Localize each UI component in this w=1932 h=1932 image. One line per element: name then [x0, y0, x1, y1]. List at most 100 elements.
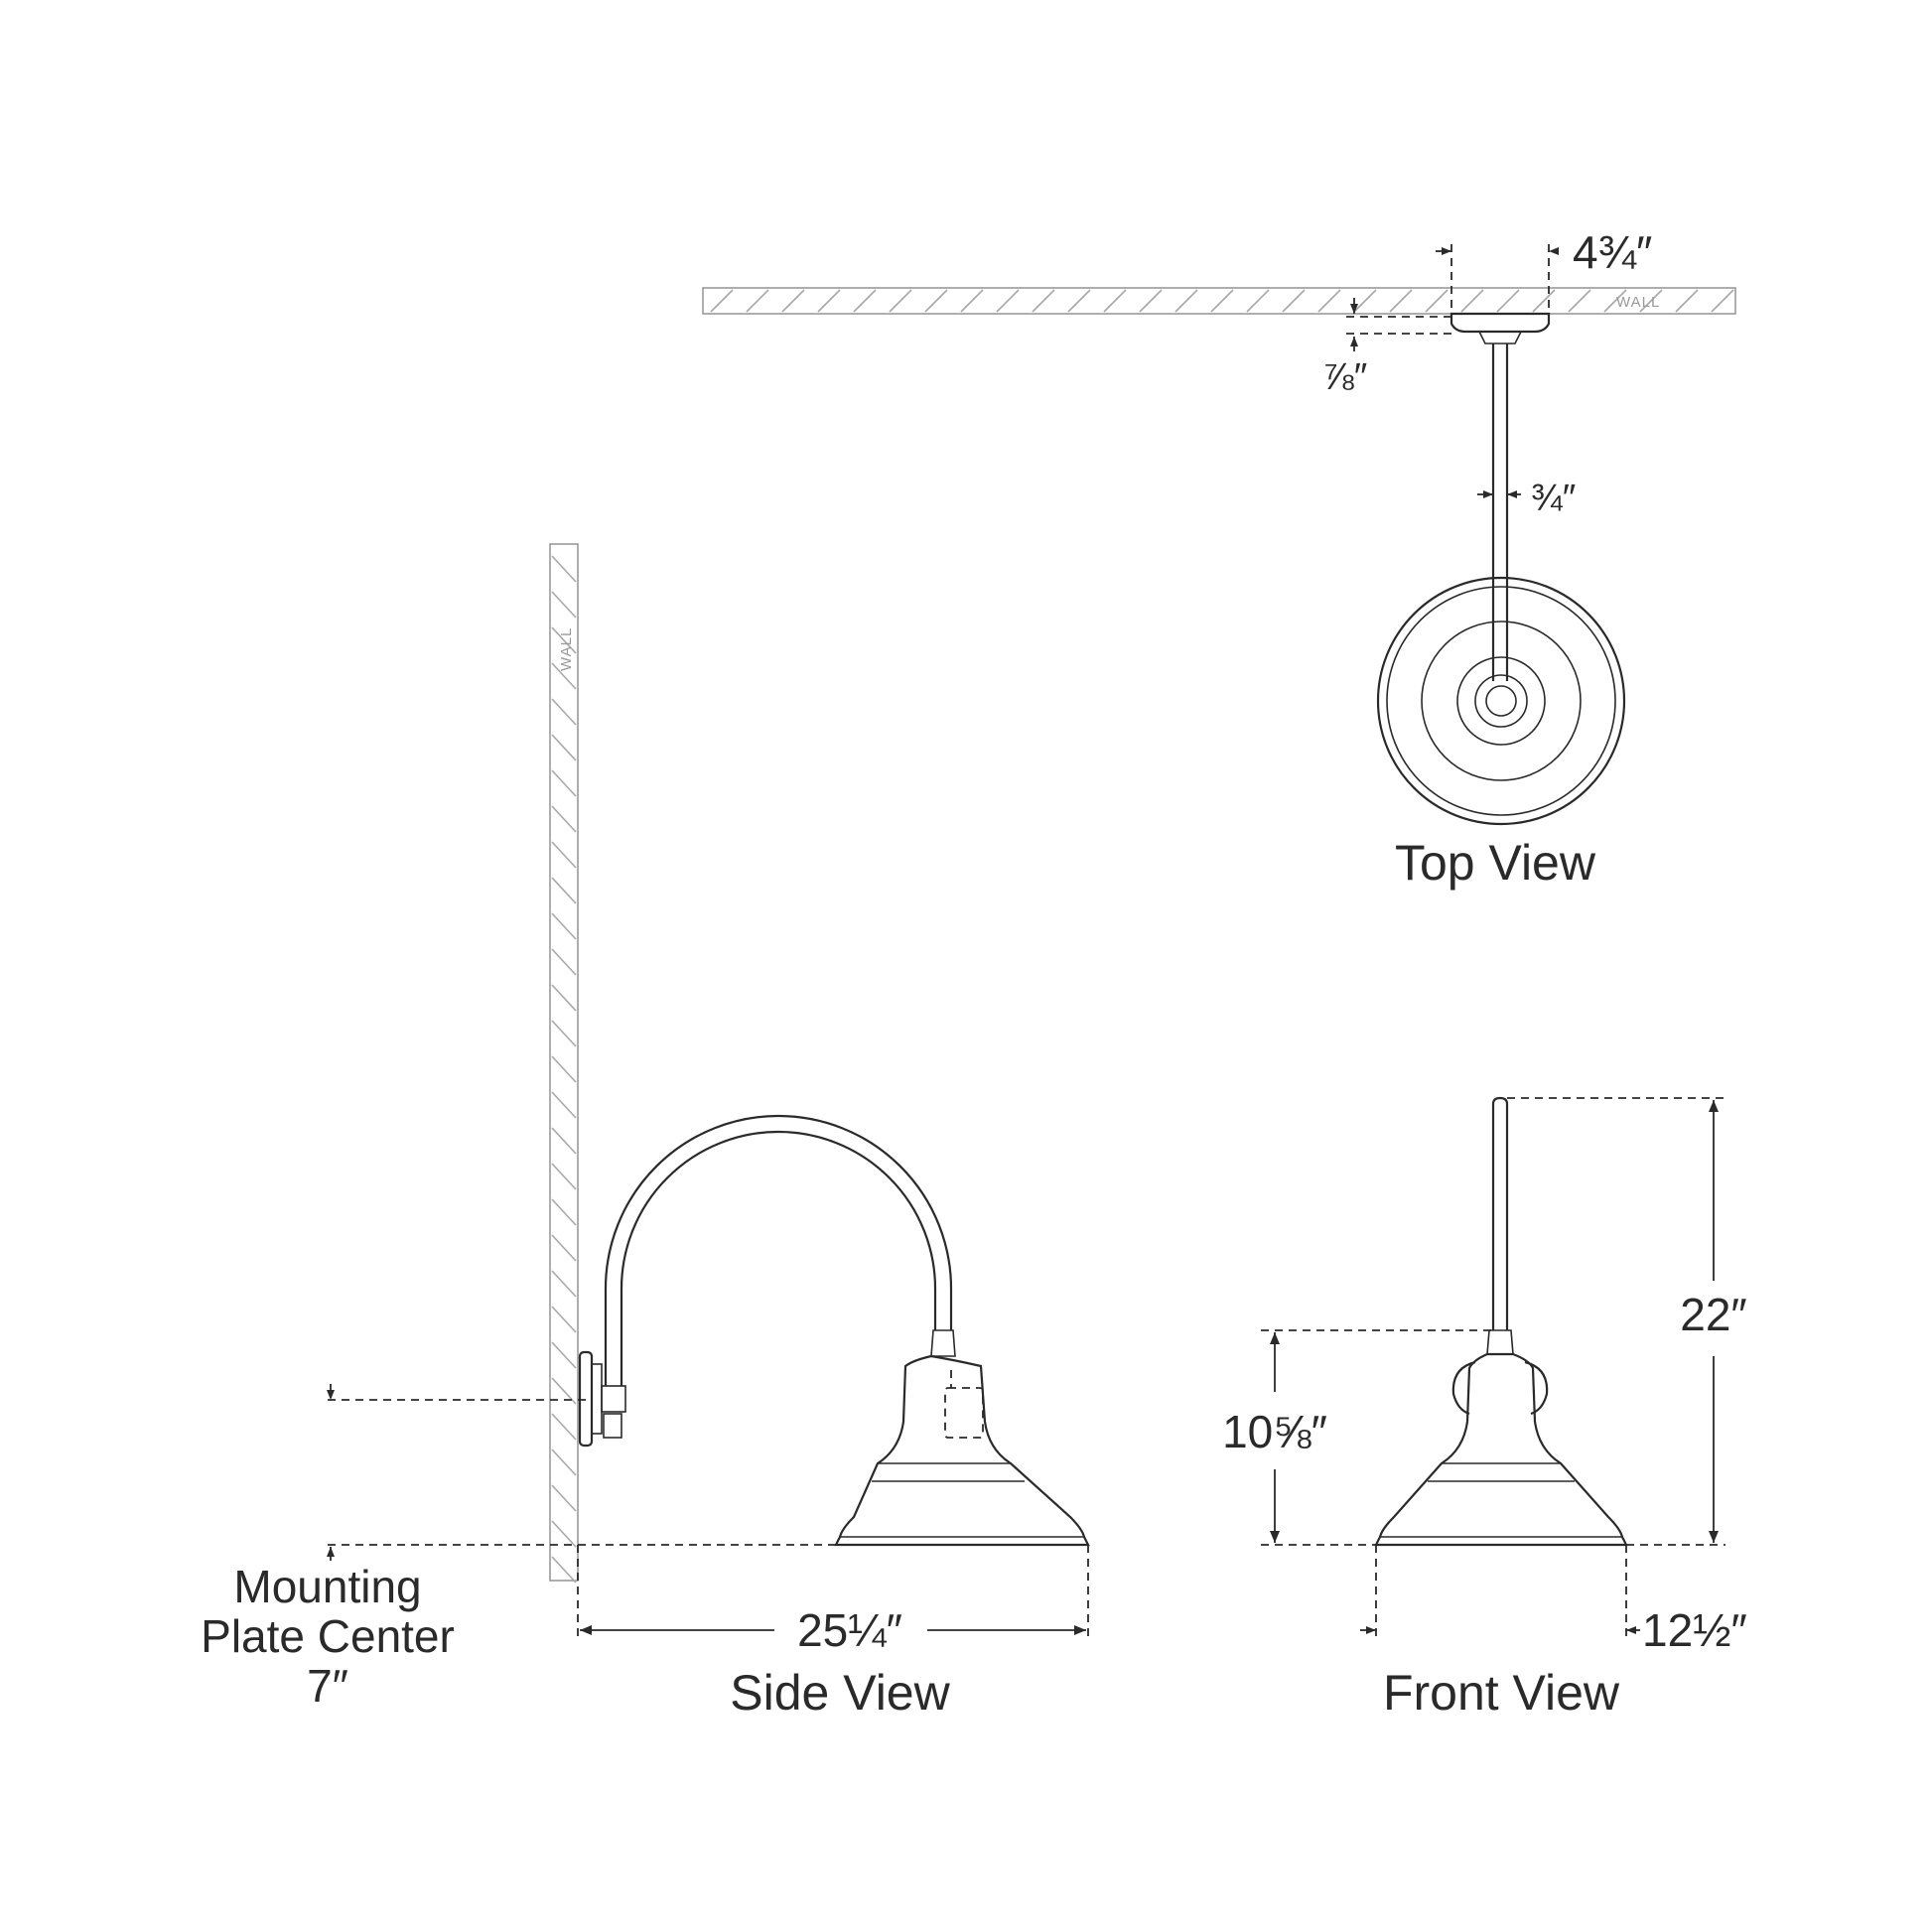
wall-hatch-line: [1174, 289, 1198, 313]
wall-hatch-line: [960, 289, 984, 313]
wall-hatch-line: [996, 289, 1020, 313]
dim-top-depth-arrow-a: [1350, 304, 1358, 314]
wall-hatch-line: [551, 1055, 577, 1083]
dim-overall-extension: 25¼″: [797, 1604, 902, 1656]
dim-ext-arrow-left: [580, 1625, 592, 1635]
wall-hatch-line: [551, 805, 577, 833]
wall-hatch-line: [551, 1127, 577, 1155]
mounting-value: 7″: [307, 1660, 348, 1712]
wall-hatch-line: [551, 1198, 577, 1226]
dim-width-arrow-right: [1626, 1626, 1636, 1634]
front-stem: [1491, 1096, 1509, 1330]
wall-hatch-line: [1496, 289, 1520, 313]
wall-hatch-line: [1246, 289, 1270, 313]
wall-hatch-line: [1460, 289, 1484, 313]
wall-hatch-line: [551, 1484, 577, 1512]
wall-hatch-line: [551, 912, 577, 940]
dim-shade-height: 10⅝″: [1222, 1406, 1327, 1457]
dim-top-width-arrow-right: [1549, 247, 1559, 255]
wall-hatch-line: [1425, 289, 1449, 313]
side-view: WALL Mounting Plate Center 7″: [201, 543, 1090, 1721]
wall-hatch-line: [551, 1306, 577, 1333]
front-collar: [1486, 1329, 1514, 1355]
dim-arm-arrow-left: [1483, 490, 1493, 498]
front-yoke-left: [1451, 1360, 1476, 1416]
dim-height-arrow-top: [1709, 1100, 1719, 1112]
wall-hatch-line: [551, 1341, 577, 1369]
dim-top-width-arrow-left: [1442, 247, 1451, 255]
dim-arm-arrow-right: [1507, 490, 1517, 498]
wall-hatch-line: [1067, 289, 1091, 313]
wall-hatch-line: [853, 289, 877, 313]
wall-hatch-line: [551, 555, 577, 583]
side-backplate: [578, 1350, 594, 1448]
wall-hatch-line: [1353, 289, 1377, 313]
wall-hatch-line: [551, 984, 577, 1012]
dim-shadeh-arrow-bottom: [1270, 1531, 1280, 1543]
dim-width-arrow-left: [1366, 1626, 1376, 1634]
side-shade: [834, 1354, 1090, 1547]
dim-overall-height: 22″: [1680, 1289, 1746, 1340]
wall-hatch-line: [551, 1234, 577, 1262]
wall-hatch-line: [551, 1270, 577, 1298]
wall-hatch-line: [924, 289, 948, 313]
top-arm-mount: [1477, 331, 1523, 345]
dim-backplate-width: 4¾″: [1573, 226, 1652, 278]
dim-top-depth-arrow-b: [1350, 337, 1358, 346]
side-wall-text: WALL: [558, 627, 575, 671]
wall-hatch-line: [551, 1163, 577, 1190]
side-arm-outer: [604, 1114, 953, 1386]
dim-shade-width: 12½″: [1642, 1604, 1747, 1656]
side-knuckle-lower: [603, 1413, 622, 1439]
front-yoke-right: [1524, 1360, 1549, 1416]
wall-hatch-line: [551, 662, 577, 690]
side-view-title: Side View: [730, 1665, 950, 1721]
side-arm-inner: [620, 1130, 937, 1386]
wall-hatch-line: [551, 948, 577, 976]
wall-hatch-line: [551, 1413, 577, 1441]
dim-height-arrow-bottom: [1709, 1531, 1719, 1543]
side-collar: [930, 1329, 956, 1357]
wall-hatch-line: [551, 1520, 577, 1548]
dim-ext-arrow-right: [1074, 1625, 1086, 1635]
side-knuckle: [601, 1385, 626, 1413]
wall-hatch-line: [1711, 289, 1734, 313]
wall-hatch-line: [1675, 289, 1699, 313]
dim-mount-arrow-a: [327, 1390, 335, 1400]
dim-mount-arrow-b: [327, 1547, 335, 1557]
top-view: WALL 4¾″ ⅞″ ¾″ Top V: [702, 226, 1736, 891]
wall-hatch-line: [1210, 289, 1234, 313]
wall-hatch-line: [551, 626, 577, 654]
mounting-line2: Plate Center: [201, 1610, 455, 1662]
wall-hatch-line: [1639, 289, 1663, 313]
wall-hatch-line: [1032, 289, 1055, 313]
wall-hatch-line: [551, 591, 577, 619]
wall-hatch-line: [1103, 289, 1127, 313]
front-shade: [1374, 1352, 1628, 1547]
wall-hatch-line: [551, 1020, 577, 1047]
top-shade-rim: [1386, 586, 1616, 816]
top-shade-inner: [1456, 656, 1546, 746]
top-backplate: [1449, 312, 1551, 334]
wall-hatch-line: [1603, 289, 1627, 313]
top-socket-ring: [1474, 674, 1528, 728]
wall-hatch-line: [817, 289, 841, 313]
wall-hatch-line: [1317, 289, 1341, 313]
wall-hatch-line: [1389, 289, 1413, 313]
wall-hatch-line: [781, 289, 805, 313]
wall-hatch-line: [551, 1091, 577, 1119]
side-backplate-boss: [591, 1363, 603, 1435]
wall-hatch-line: [551, 1449, 577, 1476]
side-wall: WALL: [549, 543, 579, 1584]
front-view-title: Front View: [1383, 1665, 1620, 1721]
wall-hatch-line: [551, 877, 577, 904]
wall-hatch-line: [551, 1556, 577, 1584]
wall-hatch-line: [551, 841, 577, 869]
top-socket-cap: [1485, 685, 1517, 717]
top-shade-outer: [1376, 576, 1626, 826]
wall-hatch-line: [1568, 289, 1591, 313]
wall-hatch-line: [1282, 289, 1306, 313]
wall-hatch-line: [710, 289, 734, 313]
top-view-title: Top View: [1395, 835, 1596, 891]
